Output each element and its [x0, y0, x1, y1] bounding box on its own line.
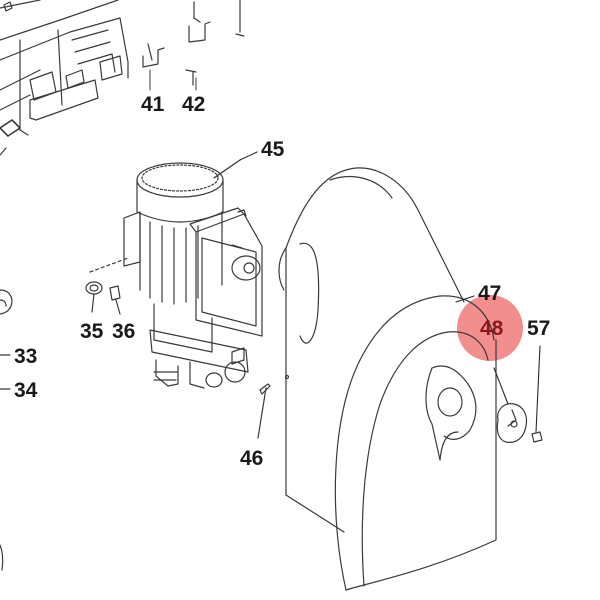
callout-36: 36: [112, 320, 136, 343]
motor-pump-assembly: [123, 162, 263, 389]
callout-42: 42: [182, 93, 206, 116]
cap-part-57: [531, 431, 543, 443]
left-edge-parts: [0, 289, 13, 571]
callout-46: 46: [240, 447, 264, 470]
washer-parts: [85, 257, 129, 315]
callout-45: 45: [261, 138, 285, 161]
frame-assembly: [0, 0, 129, 156]
callout-34: 34: [14, 379, 38, 402]
knob-part-48: [496, 403, 528, 443]
callout-35: 35: [80, 320, 104, 343]
leader-lines: [213, 151, 541, 433]
bracket-parts: [142, 0, 245, 91]
cover-shell: [278, 167, 497, 591]
callout-47: 47: [478, 282, 502, 305]
callout-33: 33: [14, 345, 38, 368]
callout-41: 41: [141, 93, 165, 116]
highlight-marker-48: [457, 295, 523, 361]
callout-48: 48: [480, 317, 504, 340]
callout-57: 57: [527, 317, 551, 340]
screw-part-46: [257, 383, 271, 439]
